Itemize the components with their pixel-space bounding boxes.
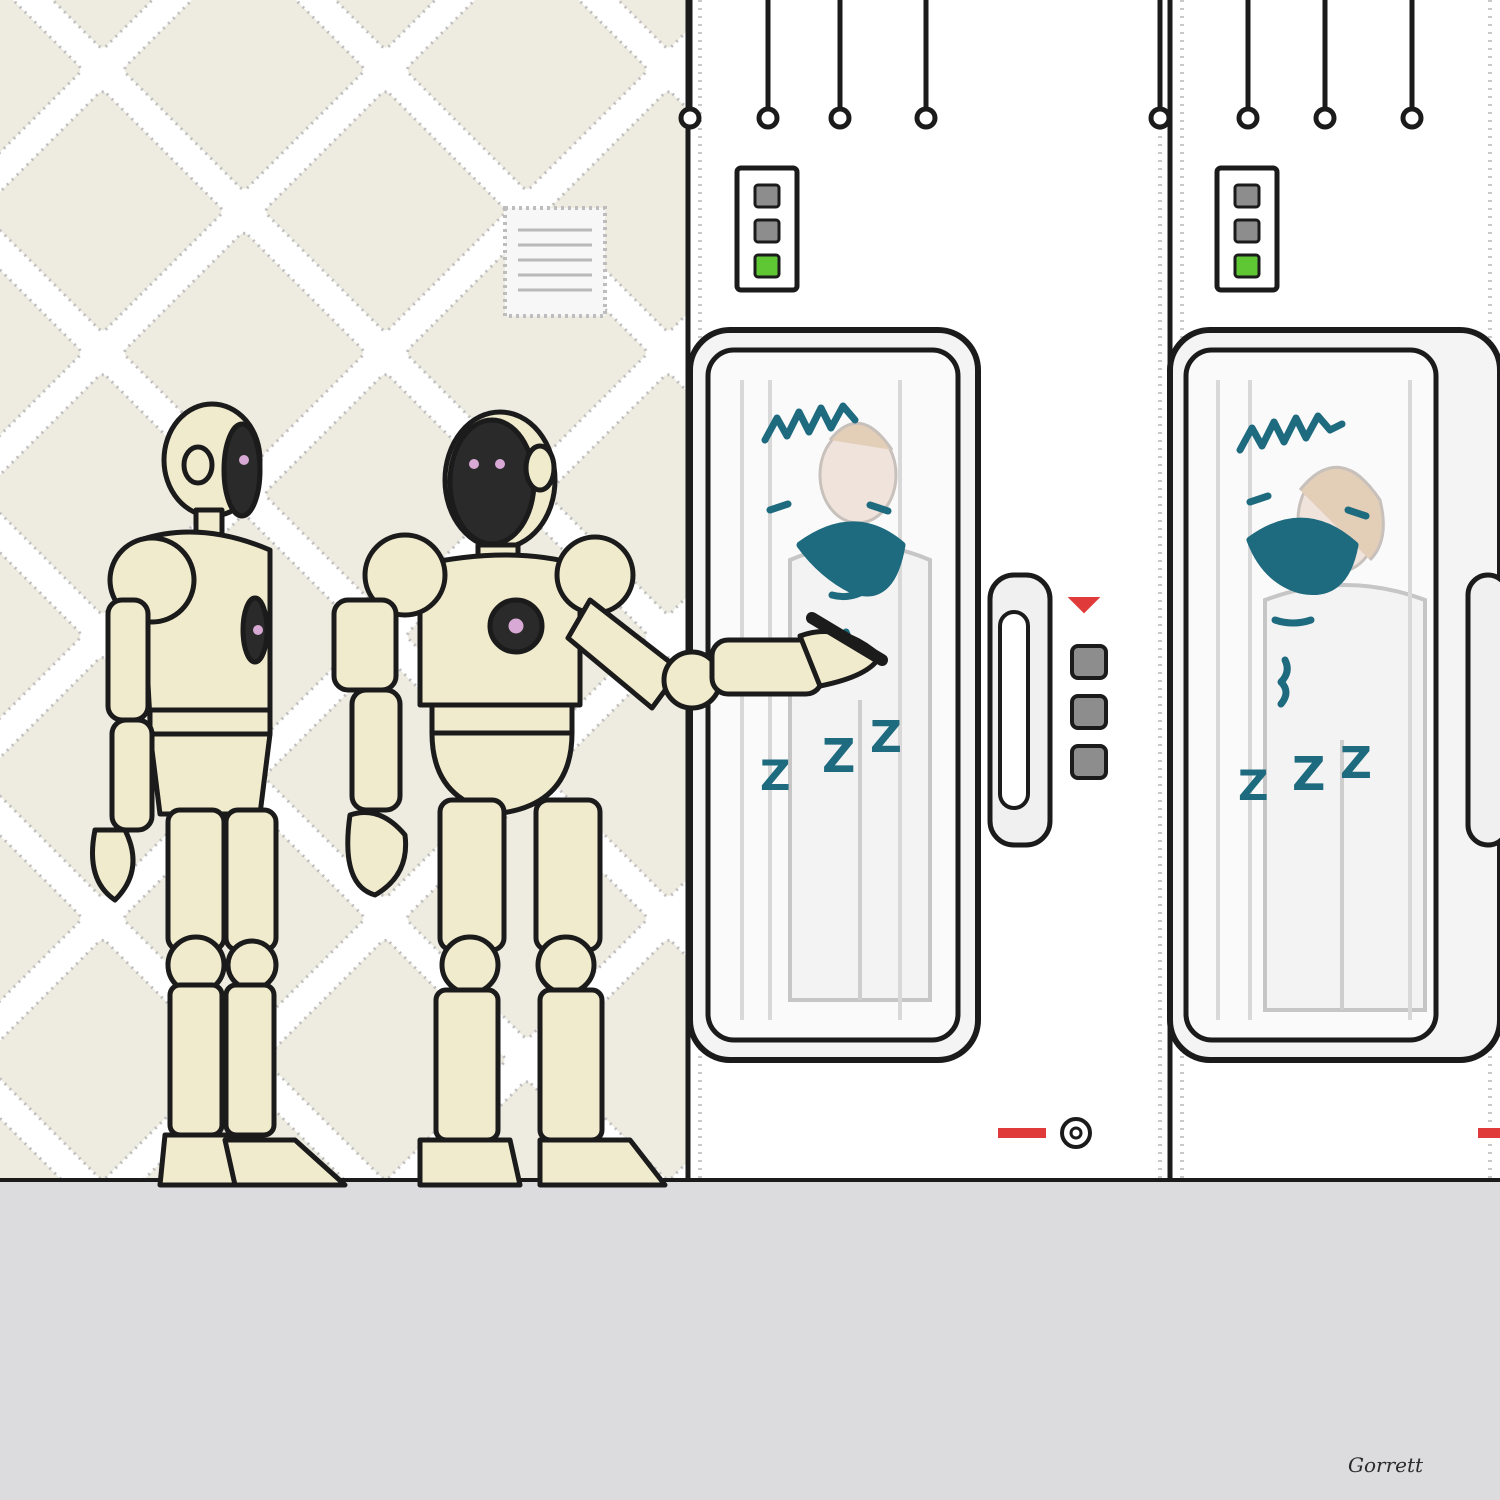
control-button-2[interactable] <box>1070 694 1108 730</box>
control-button-1[interactable] <box>1070 644 1108 680</box>
snore-z-3: Z <box>1340 738 1372 789</box>
snore-z-2: Z <box>1292 747 1325 801</box>
snore-text-left: Z Z Z <box>760 712 902 800</box>
control-button-3[interactable] <box>1070 744 1108 780</box>
robot-right-eye <box>495 459 505 469</box>
marker-doodle-right <box>1236 412 1370 708</box>
snore-z-1: Z <box>760 751 790 800</box>
floor <box>0 1180 1500 1500</box>
snore-z-3: Z <box>870 712 902 763</box>
artist-signature: Gorrett <box>1348 1453 1424 1477</box>
sleeper-right <box>1263 465 1427 1012</box>
robot-right <box>331 409 888 1188</box>
status-panel-left <box>734 165 800 293</box>
red-marker-left <box>998 1128 1046 1138</box>
snore-z-1: Z <box>1238 761 1268 810</box>
status-panel-right <box>1214 165 1280 293</box>
robot-left-eye <box>239 455 249 465</box>
robot-left-face <box>221 421 263 519</box>
ceiling-cables <box>678 0 1424 130</box>
pod-control-buttons <box>1067 597 1108 780</box>
green-indicator-light <box>753 253 781 279</box>
red-arrow-indicator <box>1067 597 1101 614</box>
snore-text-right: Z Z Z <box>1238 738 1372 810</box>
glass-reflections <box>740 380 1412 1020</box>
robot-left <box>90 401 348 1188</box>
red-marker-right <box>1478 1128 1500 1138</box>
black-marker <box>806 612 888 666</box>
robot-right-face <box>447 417 537 547</box>
wall-notice <box>503 206 607 318</box>
snore-z-2: Z <box>822 729 855 783</box>
robot-right-eye <box>469 459 479 469</box>
green-indicator-light <box>1233 253 1261 279</box>
